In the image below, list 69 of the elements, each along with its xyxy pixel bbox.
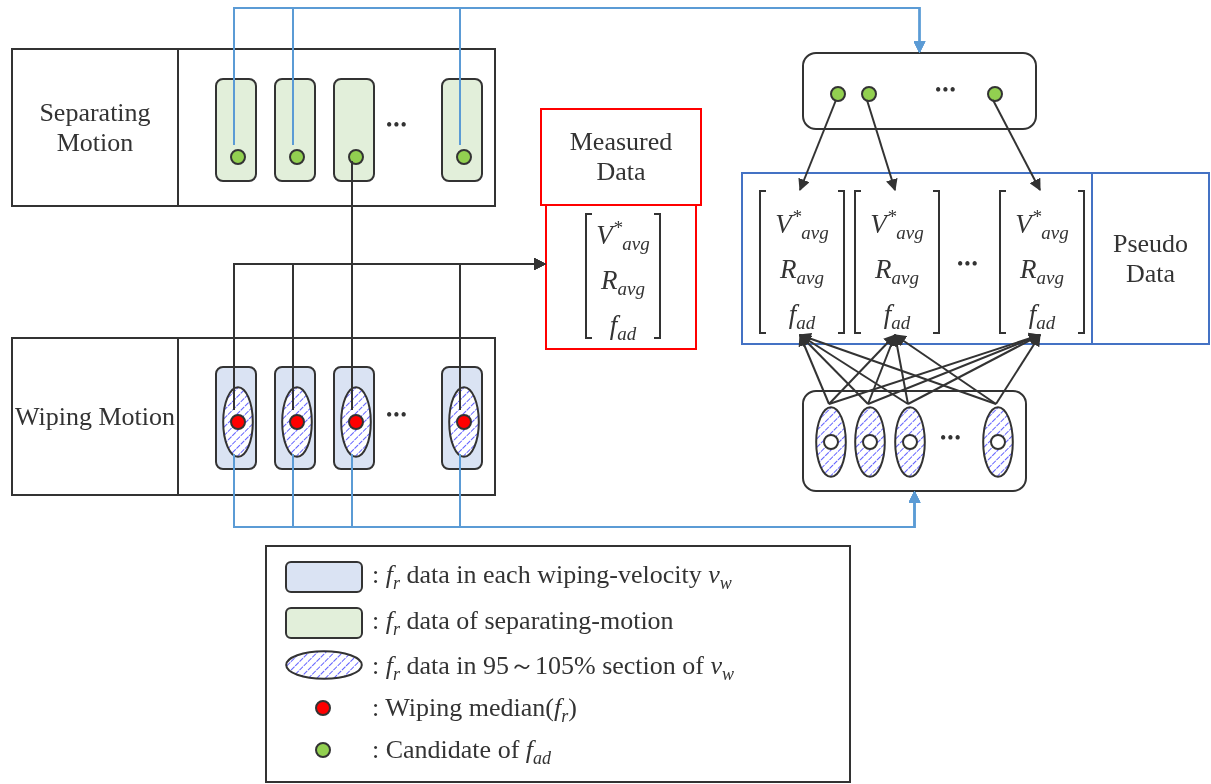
group-box — [741, 172, 1210, 345]
legend-text: : Wiping median(f$_{r}$) — [372, 693, 577, 727]
arrow — [798, 333, 830, 405]
box-heading: Measured Data — [540, 108, 702, 206]
matrix-entry: R$_{avg}$ — [779, 253, 825, 290]
hatched-ellipse — [815, 406, 847, 478]
hatched-ellipse — [281, 386, 313, 458]
group-box — [802, 390, 1027, 492]
arrow — [891, 333, 909, 405]
sample-panel — [441, 78, 483, 182]
candidate-dot — [289, 149, 305, 165]
arrow — [995, 334, 1041, 405]
arrow — [799, 334, 909, 405]
candidate-dot — [348, 149, 364, 165]
hatched-ellipse — [340, 386, 372, 458]
arrow — [866, 99, 898, 192]
matrix-entry: f$_{ad}$ — [1027, 298, 1057, 335]
matrix-entry: f$_{ad}$ — [882, 298, 912, 335]
candidate-dot — [987, 86, 1003, 102]
sample-panel — [333, 366, 375, 470]
matrix-entry: f$_{ad}$ — [608, 309, 638, 346]
matrix — [757, 187, 847, 337]
candidate-dot — [230, 149, 246, 165]
arrow — [867, 333, 897, 405]
hatched-ellipse — [982, 406, 1014, 478]
matrix-entry: R$_{avg}$ — [1019, 253, 1065, 290]
sample-panel — [274, 366, 316, 470]
hatched-ellipse — [894, 406, 926, 478]
arrow — [799, 334, 869, 405]
arrow — [798, 99, 837, 192]
sample-panel — [333, 78, 375, 182]
candidate-dot — [830, 86, 846, 102]
motion-row-box — [11, 48, 496, 207]
arrow — [459, 258, 547, 411]
sample-panel — [441, 366, 483, 470]
row-label: Wiping Motion — [15, 401, 175, 432]
hatched-ellipse — [854, 406, 886, 478]
arrow — [459, 453, 921, 528]
arrow — [798, 332, 997, 405]
hatched-ellipse — [222, 386, 254, 458]
hatched-ellipse — [448, 386, 480, 458]
ellipsis-mark: ••• — [957, 254, 979, 275]
matrix-entry: R$_{avg}$ — [874, 253, 920, 290]
legend-text: : f$_{r}$ data in each wiping-velocity v$_{w}$ — [372, 560, 732, 594]
arrow — [894, 334, 997, 405]
matrix — [997, 187, 1087, 337]
row-label: Separating Motion — [38, 97, 152, 158]
legend-text: : f$_{r}$ data of separating-motion — [372, 606, 674, 640]
legend-text: : f$_{r}$ data in 95～105% section of v$_{w}$ — [372, 650, 735, 685]
matrix — [852, 187, 942, 337]
arrow — [459, 7, 926, 146]
motion-row-box — [11, 337, 496, 496]
box-label: Pseudo Data — [1111, 228, 1190, 289]
candidate-dot — [456, 149, 472, 165]
group-box — [802, 52, 1037, 130]
legend-text: : Candidate of f$_{ad}$ — [372, 735, 552, 769]
arrow — [992, 99, 1041, 192]
ellipsis-mark: ••• — [386, 405, 408, 426]
ellipsis-mark: ••• — [940, 428, 962, 449]
ellipsis-mark: ••• — [935, 80, 957, 101]
ellipsis-mark: ••• — [386, 115, 408, 136]
sample-panel — [215, 366, 257, 470]
sample-panel — [274, 78, 316, 182]
sample-panel — [215, 78, 257, 182]
matrix-entry: R$_{avg}$ — [600, 264, 646, 301]
candidate-dot — [861, 86, 877, 102]
arrow — [907, 334, 1042, 405]
arrow — [828, 334, 896, 405]
matrix-entry: f$_{ad}$ — [787, 298, 817, 335]
